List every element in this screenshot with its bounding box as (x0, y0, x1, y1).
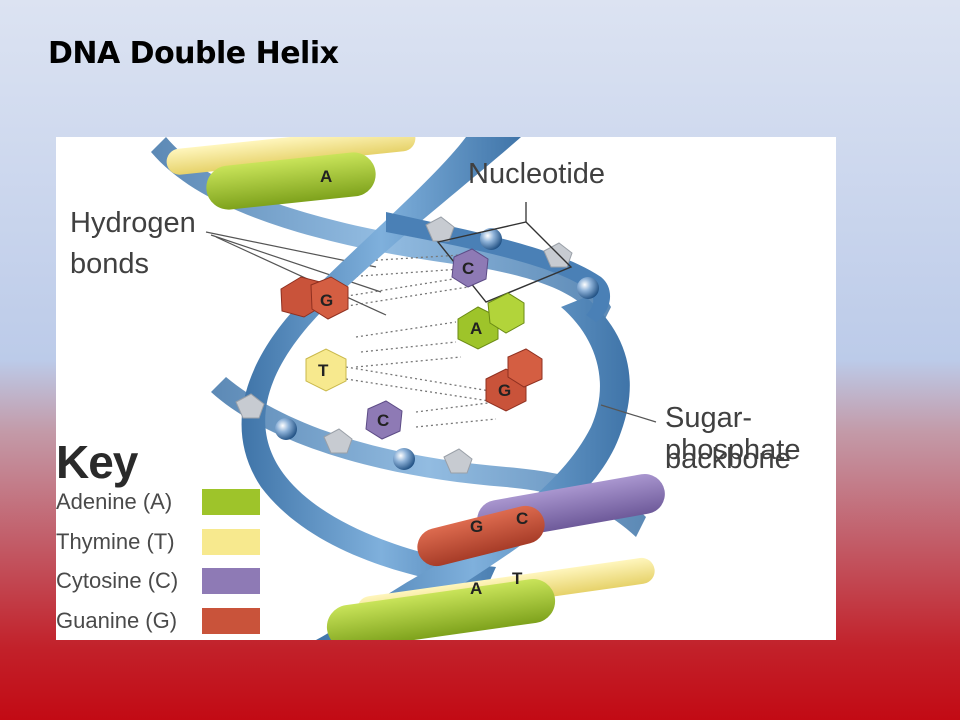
base-letter-a-bottom: A (470, 579, 483, 598)
base-letter-g-right: G (498, 381, 512, 400)
label-backbone-line1: Sugar-phosphate (665, 402, 801, 466)
base-letter-t-mid: T (318, 361, 329, 380)
backbone-strand-front-main (241, 137, 522, 589)
rod-thymine-top (166, 137, 416, 175)
key-swatch-adenine (202, 489, 260, 515)
base-letter-c-lower: C (377, 411, 390, 430)
label-nucleotide: Nucleotide (468, 158, 606, 190)
base-hexagons (280, 248, 543, 440)
base-letter-a-mid: A (470, 319, 483, 338)
key-swatch-cytosine (202, 568, 260, 594)
key-swatch-thymine (202, 529, 260, 555)
key-item-label: Cytosine (C) (56, 567, 183, 595)
slide-title: DNA Double Helix (48, 36, 339, 71)
base-letter-g-bottom: G (470, 517, 484, 536)
key-item-label: Thymine (T) (56, 528, 179, 556)
key-item-cytosine: Cytosine (C) (56, 567, 266, 595)
key-swatch-guanine (202, 608, 260, 634)
label-hydrogen-bonds-line1: Hydrogen (70, 207, 196, 239)
key-title: Key (56, 436, 138, 488)
base-letter-a-top: A (320, 167, 333, 186)
rod-adenine-top (206, 152, 376, 210)
base-letter-g-left: G (320, 291, 334, 310)
rods-lower (326, 473, 665, 640)
phosphate-spheres (275, 228, 599, 470)
base-letter-c-bottom: C (516, 509, 529, 528)
dna-helix-illustration (151, 137, 665, 640)
base-letter-c-top: C (462, 259, 475, 278)
label-hydrogen-bonds-line2: bonds (70, 248, 150, 280)
label-backbone-line2: backbone (665, 443, 791, 475)
key-item-guanine: Guanine (G) (56, 607, 266, 635)
backbone-pointer-line (600, 404, 657, 423)
key-item-adenine: Adenine (A) (56, 488, 266, 516)
key-item-label: Adenine (A) (56, 488, 177, 516)
key-item-label: Guanine (G) (56, 607, 182, 635)
backbone-strand-front-cross (316, 297, 630, 640)
base-letter-t-bottom: T (512, 569, 523, 588)
key-item-thymine: Thymine (T) (56, 528, 266, 556)
dna-figure: A C G A T G C G C A T Nucleotide Hydroge… (56, 137, 836, 640)
